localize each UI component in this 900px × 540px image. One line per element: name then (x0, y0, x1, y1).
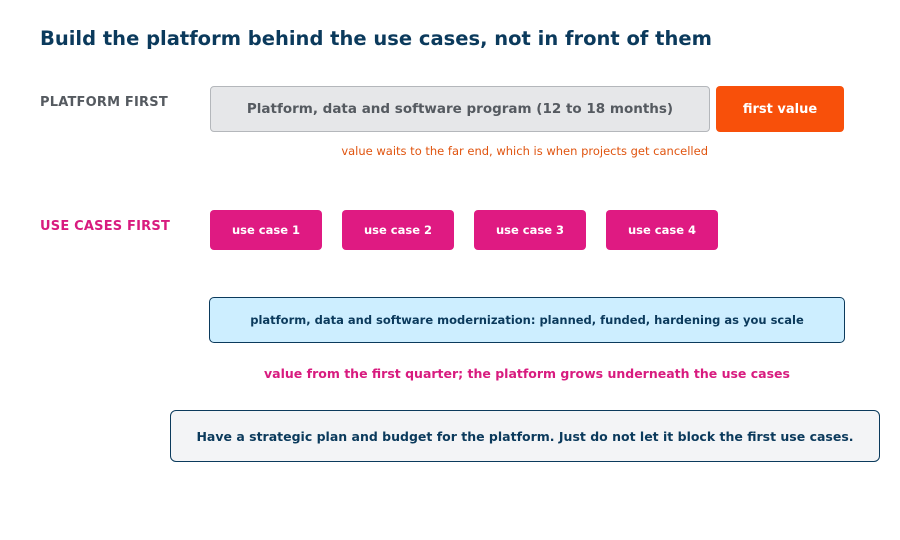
conclusion-box: Have a strategic plan and budget for the… (170, 410, 880, 462)
platform-program-box: Platform, data and software program (12 … (210, 86, 710, 132)
diagram-title: Build the platform behind the use cases,… (40, 27, 712, 50)
platform-first-label: PLATFORM FIRST (40, 95, 168, 110)
use-case-1-box: use case 1 (210, 210, 322, 250)
platform-first-note: value waits to the far end, which is whe… (341, 144, 708, 158)
first-value-box: first value (716, 86, 844, 132)
use-cases-first-label: USE CASES FIRST (40, 219, 171, 234)
use-case-4-box: use case 4 (606, 210, 718, 250)
use-case-3-box: use case 3 (474, 210, 586, 250)
use-case-2-box: use case 2 (342, 210, 454, 250)
platform-modernization-box: platform, data and software modernizatio… (209, 297, 845, 343)
use-cases-first-note: value from the first quarter; the platfo… (264, 366, 790, 381)
